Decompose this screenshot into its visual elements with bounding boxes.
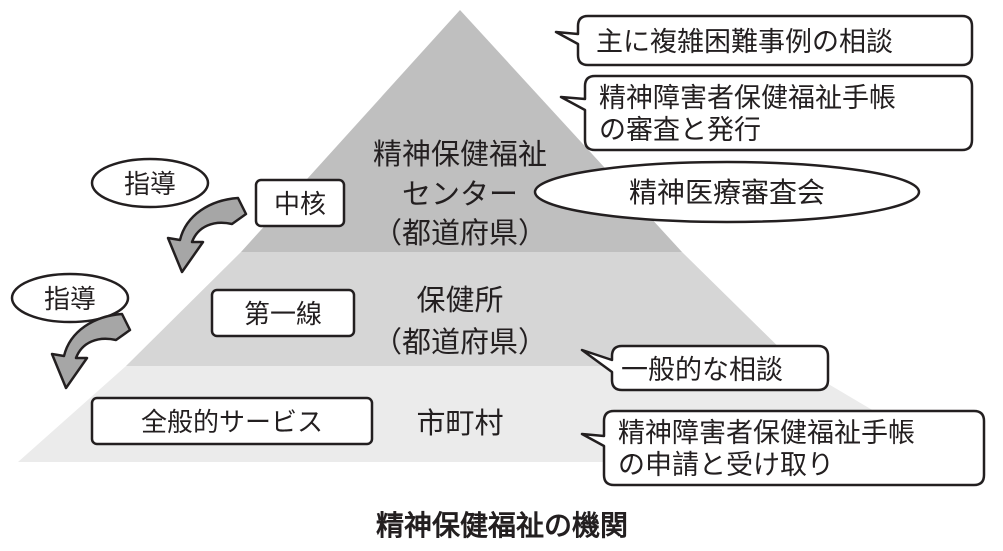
health-center-role-label: 第一線: [244, 300, 322, 330]
guidance-label-upper: 指導: [124, 170, 176, 200]
guidance-arrow-upper: [166, 196, 248, 274]
callout-difficult-cases: [554, 14, 974, 67]
center-name-line2: センター: [402, 177, 518, 211]
municipality-role-box: [90, 396, 374, 446]
callout-certificate-application-line2: の申請と受け取り: [618, 450, 834, 481]
pyramid-tier-middle: [126, 252, 798, 366]
diagram-caption: 精神保健福祉の機関: [376, 509, 628, 542]
callout-difficult-cases-text: 主に複雑困難事例の相談: [596, 27, 893, 58]
municipality-name: 市町村: [416, 406, 503, 440]
callout-general-consultation-text: 一般的な相談: [621, 355, 783, 386]
callout-general-consultation: [580, 344, 830, 392]
center-name-line3: （都道府県）: [373, 216, 547, 250]
review-board-ellipse: [533, 160, 921, 224]
health-center-name-line2: （都道府県）: [373, 325, 547, 359]
guidance-oval-upper: [90, 157, 210, 209]
health-center-name-line1: 保健所: [416, 283, 503, 317]
callout-certificate-application-line1: 精神障害者保健福祉手帳: [618, 418, 915, 449]
center-role-box: [254, 178, 346, 228]
center-role-label: 中核: [274, 190, 326, 220]
callout-certificate-review: [559, 74, 974, 152]
review-board-label: 精神医療審査会: [629, 176, 825, 209]
health-center-role-box: [210, 288, 356, 338]
center-name-line1: 精神保健福祉: [373, 137, 547, 171]
callout-certificate-application: [580, 409, 986, 487]
callout-certificate-review-line1: 精神障害者保健福祉手帳: [599, 83, 896, 114]
callout-certificate-review-line2: の審査と発行: [599, 115, 761, 146]
municipality-role-label: 全般的サービス: [141, 408, 323, 438]
guidance-label-lower: 指導: [44, 285, 96, 315]
guidance-arrow-lower: [50, 312, 132, 390]
guidance-oval-lower: [10, 272, 130, 324]
